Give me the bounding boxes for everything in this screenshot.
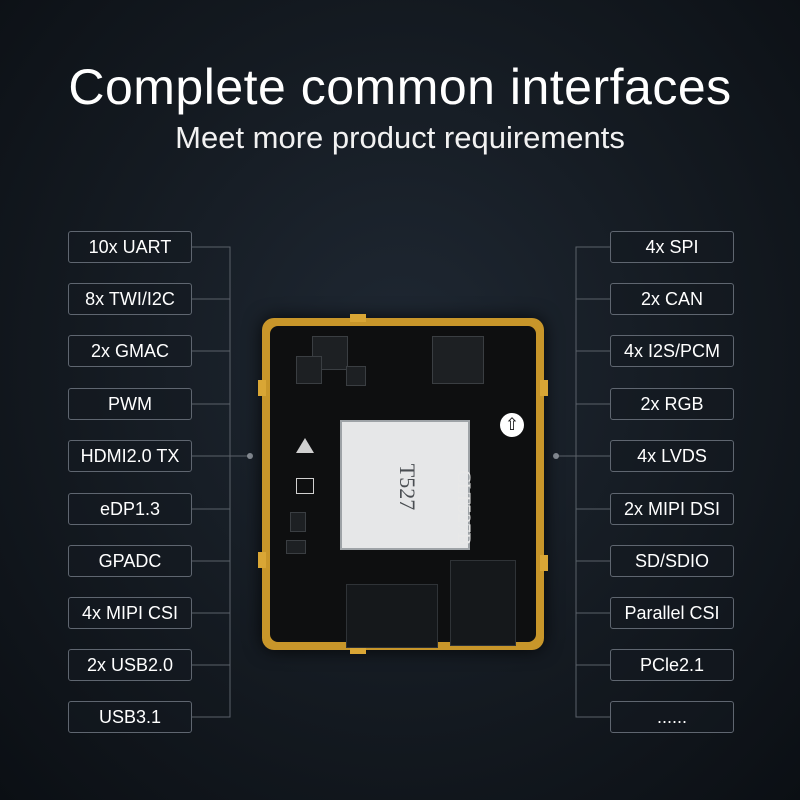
edge-pad bbox=[258, 380, 266, 396]
interface-tag: eDP1.3 bbox=[68, 493, 192, 525]
interface-tag: ...... bbox=[610, 701, 734, 733]
interface-tag: 4x MIPI CSI bbox=[68, 597, 192, 629]
ddr-controller-chip bbox=[432, 336, 484, 384]
soc-chip: T527 bbox=[340, 420, 470, 550]
page-subtitle: Meet more product requirements bbox=[175, 120, 625, 155]
small-chip bbox=[296, 356, 322, 384]
interface-tag: 2x GMAC bbox=[68, 335, 192, 367]
interface-tag: GPADC bbox=[68, 545, 192, 577]
interface-tag: USB3.1 bbox=[68, 701, 192, 733]
interface-tag: 10x UART bbox=[68, 231, 192, 263]
connector-chip bbox=[290, 512, 306, 532]
interface-tag: 2x CAN bbox=[610, 283, 734, 315]
interface-tag: 2x MIPI DSI bbox=[610, 493, 734, 525]
interface-tag: PWM bbox=[68, 388, 192, 420]
interface-tag: 2x RGB bbox=[610, 388, 734, 420]
esd-warning-icon bbox=[296, 438, 314, 453]
interface-tag: 4x SPI bbox=[610, 231, 734, 263]
edge-pad bbox=[540, 555, 548, 571]
interface-tag: 2x USB2.0 bbox=[68, 649, 192, 681]
connector-chip bbox=[286, 540, 306, 554]
interface-tag: 4x I2S/PCM bbox=[610, 335, 734, 367]
board-model-label: CLT527B bbox=[453, 470, 474, 546]
interface-tag: 8x TWI/I2C bbox=[68, 283, 192, 315]
orientation-arrow-icon: ⇧ bbox=[500, 413, 524, 437]
interface-tag: SD/SDIO bbox=[610, 545, 734, 577]
edge-pad bbox=[258, 552, 266, 568]
edge-pad bbox=[540, 380, 548, 396]
small-chip bbox=[346, 366, 366, 386]
interface-tag: PCle2.1 bbox=[610, 649, 734, 681]
edge-pad bbox=[350, 314, 366, 322]
interface-tag: 4x LVDS bbox=[610, 440, 734, 472]
ce-mark-icon bbox=[296, 478, 314, 494]
edge-pad bbox=[350, 646, 366, 654]
interface-tag: HDMI2.0 TX bbox=[68, 440, 192, 472]
emmc-chip bbox=[346, 584, 438, 648]
interface-tag: Parallel CSI bbox=[610, 597, 734, 629]
page-title: Complete common interfaces bbox=[68, 59, 732, 115]
memory-chip bbox=[450, 560, 516, 646]
